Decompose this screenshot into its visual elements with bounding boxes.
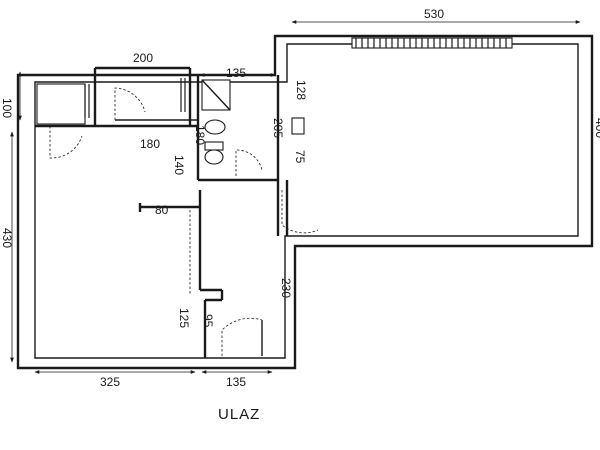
doors (49, 87, 319, 356)
dim-135-top: 135 (226, 66, 246, 80)
interior-walls (35, 66, 289, 358)
window-icon (84, 78, 186, 118)
dim-135-bottom: 135 (226, 375, 246, 389)
sink-icon (204, 119, 226, 135)
dim-325: 325 (100, 375, 120, 389)
radiator-icon (351, 37, 513, 49)
entrance-label: ULAZ (218, 406, 260, 423)
dim-230: 230 (279, 278, 293, 298)
dim-95: 95 (201, 314, 215, 328)
dimension-lines (10, 20, 581, 374)
dim-80: 80 (155, 203, 169, 217)
dim-180-vertical: 180 (193, 125, 207, 145)
chimney-icon (291, 117, 305, 135)
dim-205: 205 (271, 118, 285, 138)
dim-180-horizontal: 180 (140, 137, 160, 151)
dim-75: 75 (293, 150, 307, 164)
dim-200: 200 (133, 51, 153, 65)
dim-128: 128 (294, 80, 308, 100)
dim-430: 430 (0, 228, 14, 248)
cabinet-left (36, 83, 86, 125)
dim-125: 125 (177, 308, 191, 328)
outer-walls (16, 34, 594, 370)
toilet-icon (204, 141, 224, 165)
dimension-labels: 530 200 135 180 180 140 80 128 205 75 23… (0, 7, 600, 389)
dim-100: 100 (0, 98, 14, 118)
fixtures (36, 37, 513, 165)
dim-530: 530 (424, 7, 444, 21)
dim-right-cut: 400 (593, 118, 600, 138)
dim-140: 140 (172, 155, 186, 175)
